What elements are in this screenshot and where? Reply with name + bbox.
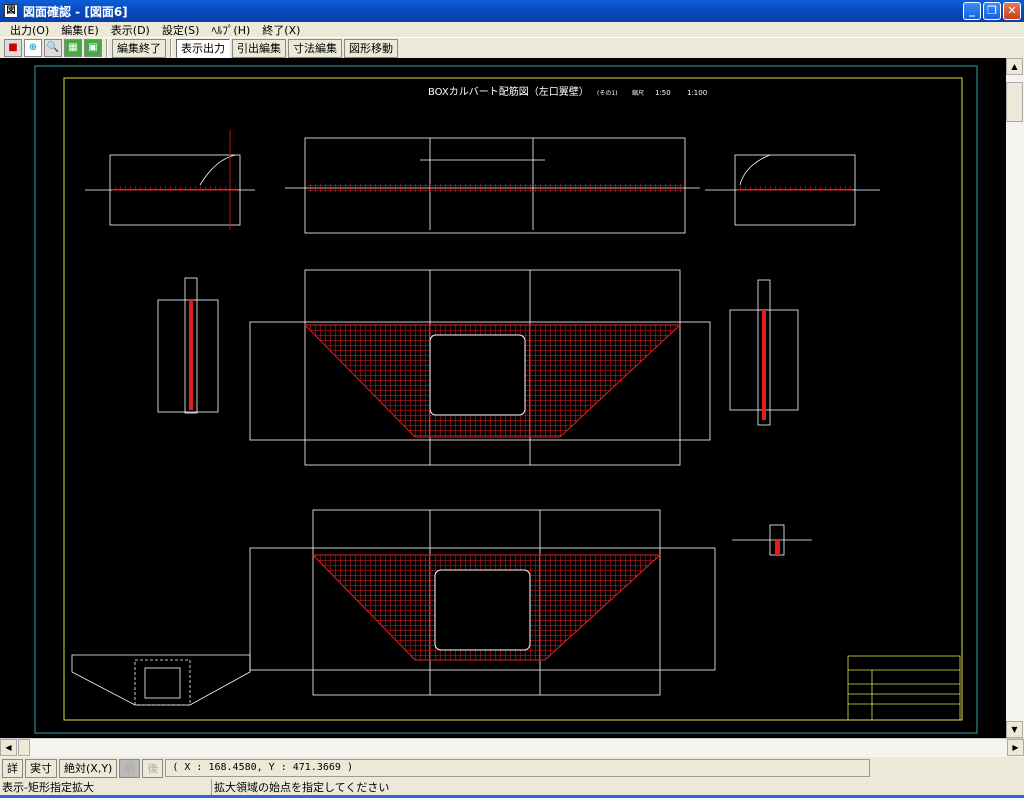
culvert-opening-upper (429, 334, 526, 416)
zoom-window-icon[interactable]: ⊕ (24, 39, 42, 57)
drawing-sheet: BOXカルバート配筋図（左口翼壁） (その1) 縮尺 1:50 1:100 (34, 65, 978, 734)
rebar-top-left (112, 186, 237, 191)
scroll-thumb-h[interactable] (18, 739, 30, 756)
bottom-toolbar: 詳 実寸 絶対(X,Y) 前 後 ( X : 168.4580, Y : 471… (0, 757, 1024, 779)
drawing-title: BOXカルバート配筋図（左口翼壁） (428, 85, 589, 98)
close-button[interactable]: ✕ (1003, 2, 1021, 20)
restore-button[interactable]: ❐ (983, 2, 1001, 20)
rebar-mid-left (189, 300, 193, 410)
previous-button[interactable]: 前 (119, 758, 141, 778)
fit-all-icon[interactable]: ▦ (64, 39, 82, 57)
absolute-xy-button[interactable]: 絶対(X,Y) (59, 758, 118, 778)
sheet-border (63, 77, 963, 721)
culvert-opening-lower (434, 569, 531, 651)
drawing-canvas[interactable]: BOXカルバート配筋図（左口翼壁） (その1) 縮尺 1:50 1:100 (0, 58, 1006, 738)
menu-settings[interactable]: 設定(S) (161, 23, 200, 37)
select-icon[interactable]: ■ (4, 39, 22, 57)
taskbar-edge (0, 795, 1024, 798)
actual-size-button[interactable]: 実寸 (25, 758, 57, 778)
scale-1: 1:50 (655, 89, 671, 97)
mode-display-output[interactable]: 表示出力 (176, 38, 230, 58)
mode-leader-edit[interactable]: 引出編集 (232, 38, 286, 58)
toolbar-separator (106, 39, 108, 57)
rebar-top-right (737, 186, 852, 191)
scroll-down-button[interactable]: ▼ (1006, 721, 1023, 738)
scale-label: 縮尺 (632, 89, 644, 97)
section-top-left (85, 130, 255, 230)
menu-bar: 出力(O) 編集(E) 表示(D) 設定(S) ﾍﾙﾌﾟ(H) 終了(X) (0, 22, 1024, 37)
scroll-right-button[interactable]: ▶ (1007, 739, 1024, 756)
menu-output[interactable]: 出力(O) (10, 23, 50, 37)
menu-exit[interactable]: 終了(X) (262, 23, 301, 37)
section-mid-left (157, 277, 219, 414)
menu-help[interactable]: ﾍﾙﾌﾟ(H) (211, 23, 251, 37)
toolbar: ■ ⊕ 🔍 ▦ ▣ 編集終了 表示出力 引出編集 寸法編集 図形移動 (0, 37, 1024, 58)
detail-right (732, 524, 812, 556)
title-block (847, 655, 961, 721)
rebar-detail (775, 540, 780, 555)
rebar-top-center (307, 184, 683, 192)
rebar-mid-right (762, 310, 766, 420)
scroll-left-button[interactable]: ◀ (0, 739, 17, 756)
scroll-thumb[interactable] (1006, 82, 1023, 122)
outer-frame (34, 65, 978, 734)
zoom-icon[interactable]: 🔍 (44, 39, 62, 57)
fit-sheet-icon[interactable]: ▣ (84, 39, 102, 57)
toolbar-separator (170, 39, 172, 57)
vertical-scrollbar[interactable]: ▲ ▼ (1006, 58, 1024, 738)
title-bar: 図 図面確認 - [図面6] _ ❐ ✕ (0, 0, 1024, 22)
app-icon: 図 (4, 4, 18, 18)
scale-2: 1:100 (687, 89, 707, 97)
horizontal-scrollbar[interactable]: ◀ ▶ (0, 738, 1024, 757)
minimize-button[interactable]: _ (963, 2, 981, 20)
coordinate-readout: ( X : 168.4580, Y : 471.3669 ) (165, 759, 870, 777)
window-title: 図面確認 - [図面6] (23, 4, 128, 19)
scroll-up-button[interactable]: ▲ (1006, 58, 1023, 75)
status-bar: 表示-矩形指定拡大 拡大領域の始点を指定してください (0, 779, 1024, 798)
end-edit-button[interactable]: 編集終了 (112, 38, 166, 58)
sheet-number: (その1) (597, 90, 618, 97)
menu-view[interactable]: 表示(D) (110, 23, 150, 37)
status-mode: 表示-矩形指定拡大 (0, 779, 212, 798)
menu-edit[interactable]: 編集(E) (61, 23, 99, 37)
mode-dimension-edit[interactable]: 寸法編集 (288, 38, 342, 58)
next-button[interactable]: 後 (142, 758, 164, 778)
detail-button[interactable]: 詳 (2, 758, 23, 778)
mode-shape-move[interactable]: 図形移動 (344, 38, 398, 58)
location-plan (71, 654, 251, 706)
status-message: 拡大領域の始点を指定してください (214, 781, 390, 794)
